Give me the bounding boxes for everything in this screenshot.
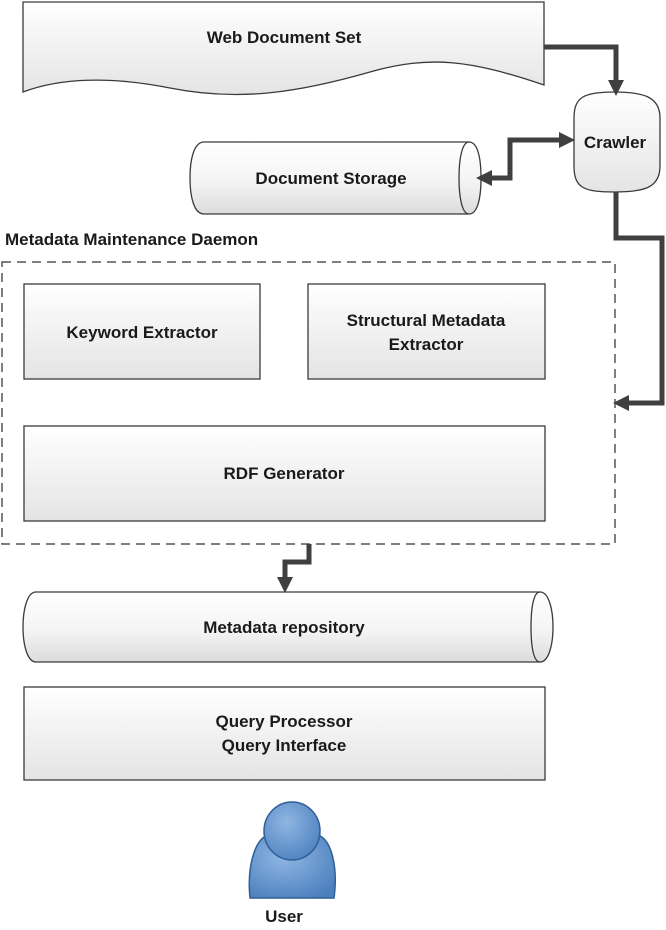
web-document-set-node: Web Document Set [22, 1, 545, 96]
query-processor-label-line1: Query Processor [215, 712, 352, 731]
keyword-extractor-node: Keyword Extractor [23, 283, 261, 380]
query-processor-node: Query Processor Query Interface [23, 686, 546, 781]
crawler-label: Crawler [584, 133, 647, 152]
web-document-set-label: Web Document Set [207, 28, 362, 47]
structural-metadata-extractor-node: Structural Metadata Extractor [307, 283, 546, 380]
rdf-generator-node: RDF Generator [23, 425, 546, 522]
keyword-extractor-label: Keyword Extractor [66, 323, 218, 342]
rdf-generator-label: RDF Generator [224, 464, 345, 483]
arrow-daemon-to-repository [276, 544, 312, 594]
arrow-web-to-crawler [544, 44, 625, 97]
user-label: User [265, 907, 303, 926]
structural-extractor-label-line1: Structural Metadata [347, 311, 506, 330]
metadata-repository-node: Metadata repository [22, 591, 554, 663]
structural-extractor-label-line2: Extractor [389, 335, 464, 354]
metadata-repository-label: Metadata repository [203, 618, 365, 637]
document-storage-node: Document Storage [189, 141, 482, 215]
query-processor-label-line2: Query Interface [222, 736, 347, 755]
user-icon [248, 801, 336, 899]
arrow-crawler-storage [475, 131, 576, 187]
arrow-crawler-to-daemon [612, 192, 665, 412]
document-storage-label: Document Storage [255, 169, 406, 188]
daemon-label: Metadata Maintenance Daemon [5, 230, 258, 249]
crawler-node: Crawler [573, 91, 661, 193]
